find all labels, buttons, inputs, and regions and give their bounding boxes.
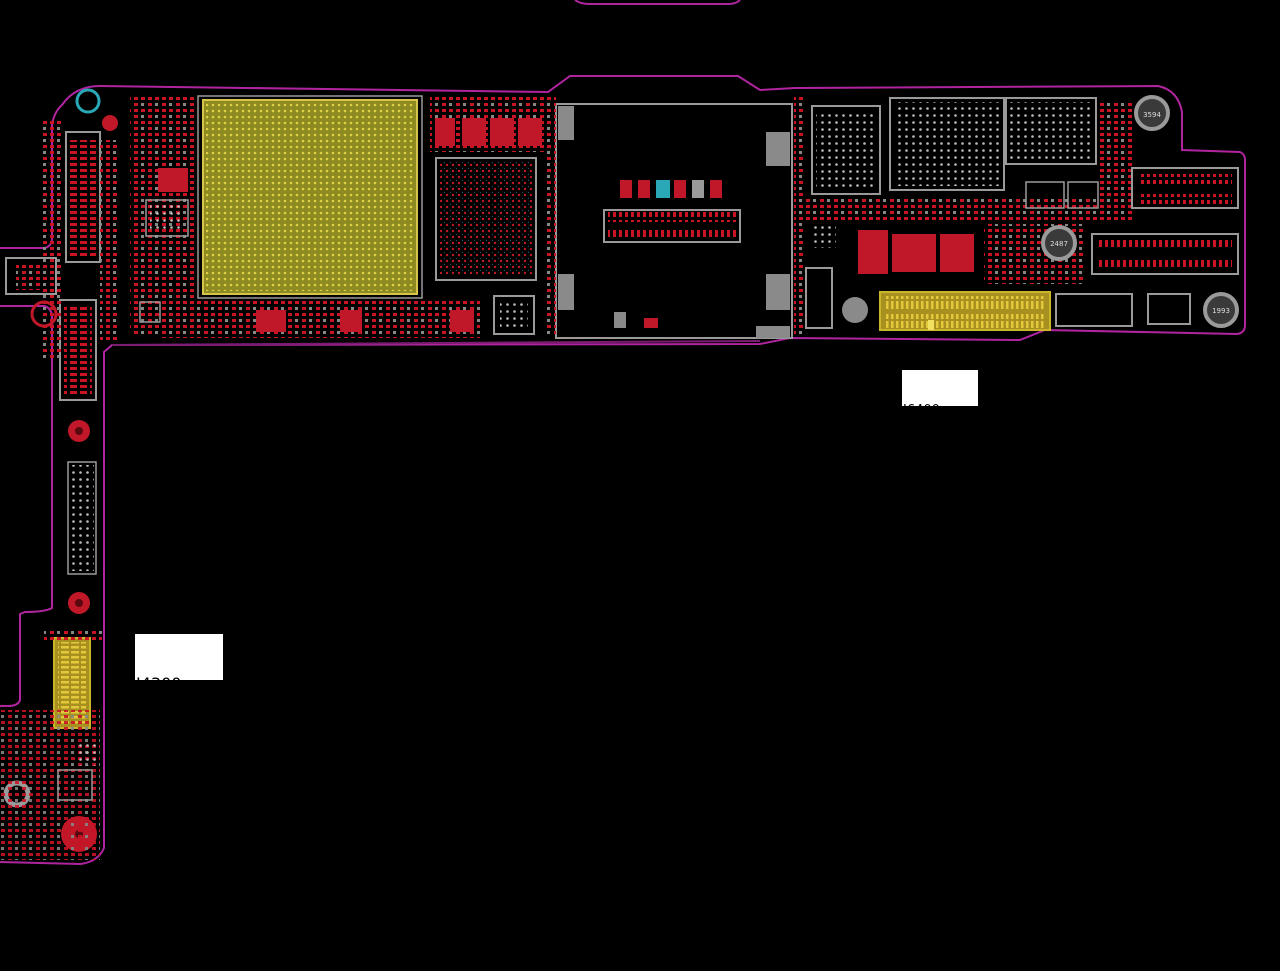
soc-bga[interactable] — [197, 95, 423, 299]
mounting-hole-label: 2487 — [1050, 240, 1068, 248]
mounting-ring-red — [102, 115, 118, 131]
left-connector-column[interactable] — [40, 120, 118, 575]
board-inner-edge — [111, 340, 761, 346]
mounting-ring-left — [30, 300, 58, 328]
mounting-hole-icon: 2487 — [1041, 225, 1077, 261]
label-j6400: J6400 SE 2020 — [902, 370, 978, 465]
board-edge-top — [574, 0, 741, 5]
label-model: SE 2020 — [903, 449, 957, 465]
mounting-hole-label: 3594 — [1143, 111, 1161, 119]
label-j4300: J4300 SE 2020 — [135, 634, 223, 751]
component-area — [800, 196, 1100, 222]
lower-left-components — [0, 710, 100, 860]
component-strip-bottom — [160, 300, 480, 338]
memory-chip[interactable] — [435, 157, 537, 281]
j6400-connector[interactable] — [879, 291, 1051, 331]
mounting-hole-icon: 3594 — [1134, 95, 1170, 131]
gray-pad — [842, 297, 868, 323]
power-inductors — [858, 230, 888, 274]
right-bga-chips[interactable] — [811, 97, 1097, 195]
left-tab-component[interactable] — [5, 257, 57, 295]
mounting-hole-label: 1993 — [1212, 307, 1230, 315]
label-designator: J4300 — [136, 674, 182, 694]
label-model: SE 2020 — [136, 731, 203, 751]
mounting-ring-cyan — [75, 88, 101, 114]
shield-can[interactable] — [555, 103, 793, 339]
mounting-hole-icon: 1993 — [1203, 292, 1239, 328]
right-connectors[interactable] — [1055, 167, 1239, 327]
label-designator: J6400 — [903, 403, 940, 419]
